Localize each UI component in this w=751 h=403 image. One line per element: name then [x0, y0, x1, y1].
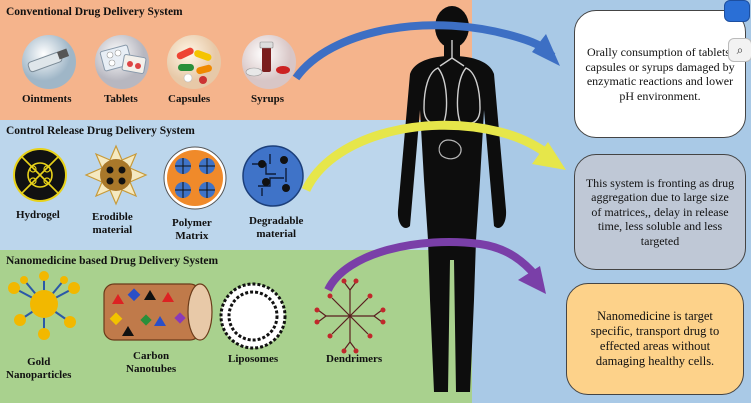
control-release-title: Control Release Drug Delivery System [6, 125, 195, 137]
nanomedicine-note: Nanomedicine is target specific, transpo… [566, 283, 744, 395]
conventional-band [0, 0, 472, 120]
polymer-matrix-label: Polymer Matrix [172, 217, 212, 242]
liposome-icon [219, 282, 287, 350]
tablets-label: Tablets [104, 93, 138, 105]
visual-search-icon[interactable]: ⌕ [728, 38, 751, 62]
dendrimer-icon [314, 278, 386, 354]
control-release-band [0, 120, 472, 250]
polymer-matrix-icon [163, 146, 227, 210]
conventional-title: Conventional Drug Delivery System [6, 6, 183, 18]
ointment-icon [22, 35, 76, 89]
degradable-material-label: Degradable material [249, 215, 304, 240]
floating-action-button[interactable] [724, 0, 750, 22]
human-body-silhouette [397, 6, 507, 392]
carbon-nanotube-icon [103, 283, 213, 341]
capsules-label: Capsules [168, 93, 211, 105]
capsules-icon [167, 35, 221, 89]
syrup-icon [242, 35, 296, 89]
control-release-arrow [301, 120, 566, 193]
ointments-label: Ointments [22, 93, 72, 105]
hydrogel-label: Hydrogel [16, 209, 60, 221]
conventional-note: Orally consumption of tablets, capsules … [574, 10, 746, 138]
nanomedicine-arrow [324, 238, 546, 294]
dendrimers-label: Dendrimers [326, 353, 383, 365]
carbon-nanotubes-label: Carbon Nanotubes [126, 350, 177, 375]
nanomedicine-title: Nanomedicine based Drug Delivery System [6, 255, 219, 267]
liposomes-label: Liposomes [228, 353, 279, 365]
syrups-label: Syrups [251, 93, 285, 105]
tablets-icon [95, 35, 149, 89]
gold-nanoparticle-icon [8, 271, 80, 340]
conventional-arrow [292, 21, 560, 81]
control-release-note: This system is fronting as drug aggregat… [574, 154, 746, 270]
gold-nanoparticles-label: Gold Nanoparticles [6, 356, 72, 381]
erodible-material-icon [84, 144, 148, 206]
hydrogel-icon [13, 148, 67, 202]
body-organ-icon [438, 139, 462, 160]
degradable-material-icon [242, 145, 304, 207]
erodible-material-label: Erodible material [92, 211, 133, 236]
